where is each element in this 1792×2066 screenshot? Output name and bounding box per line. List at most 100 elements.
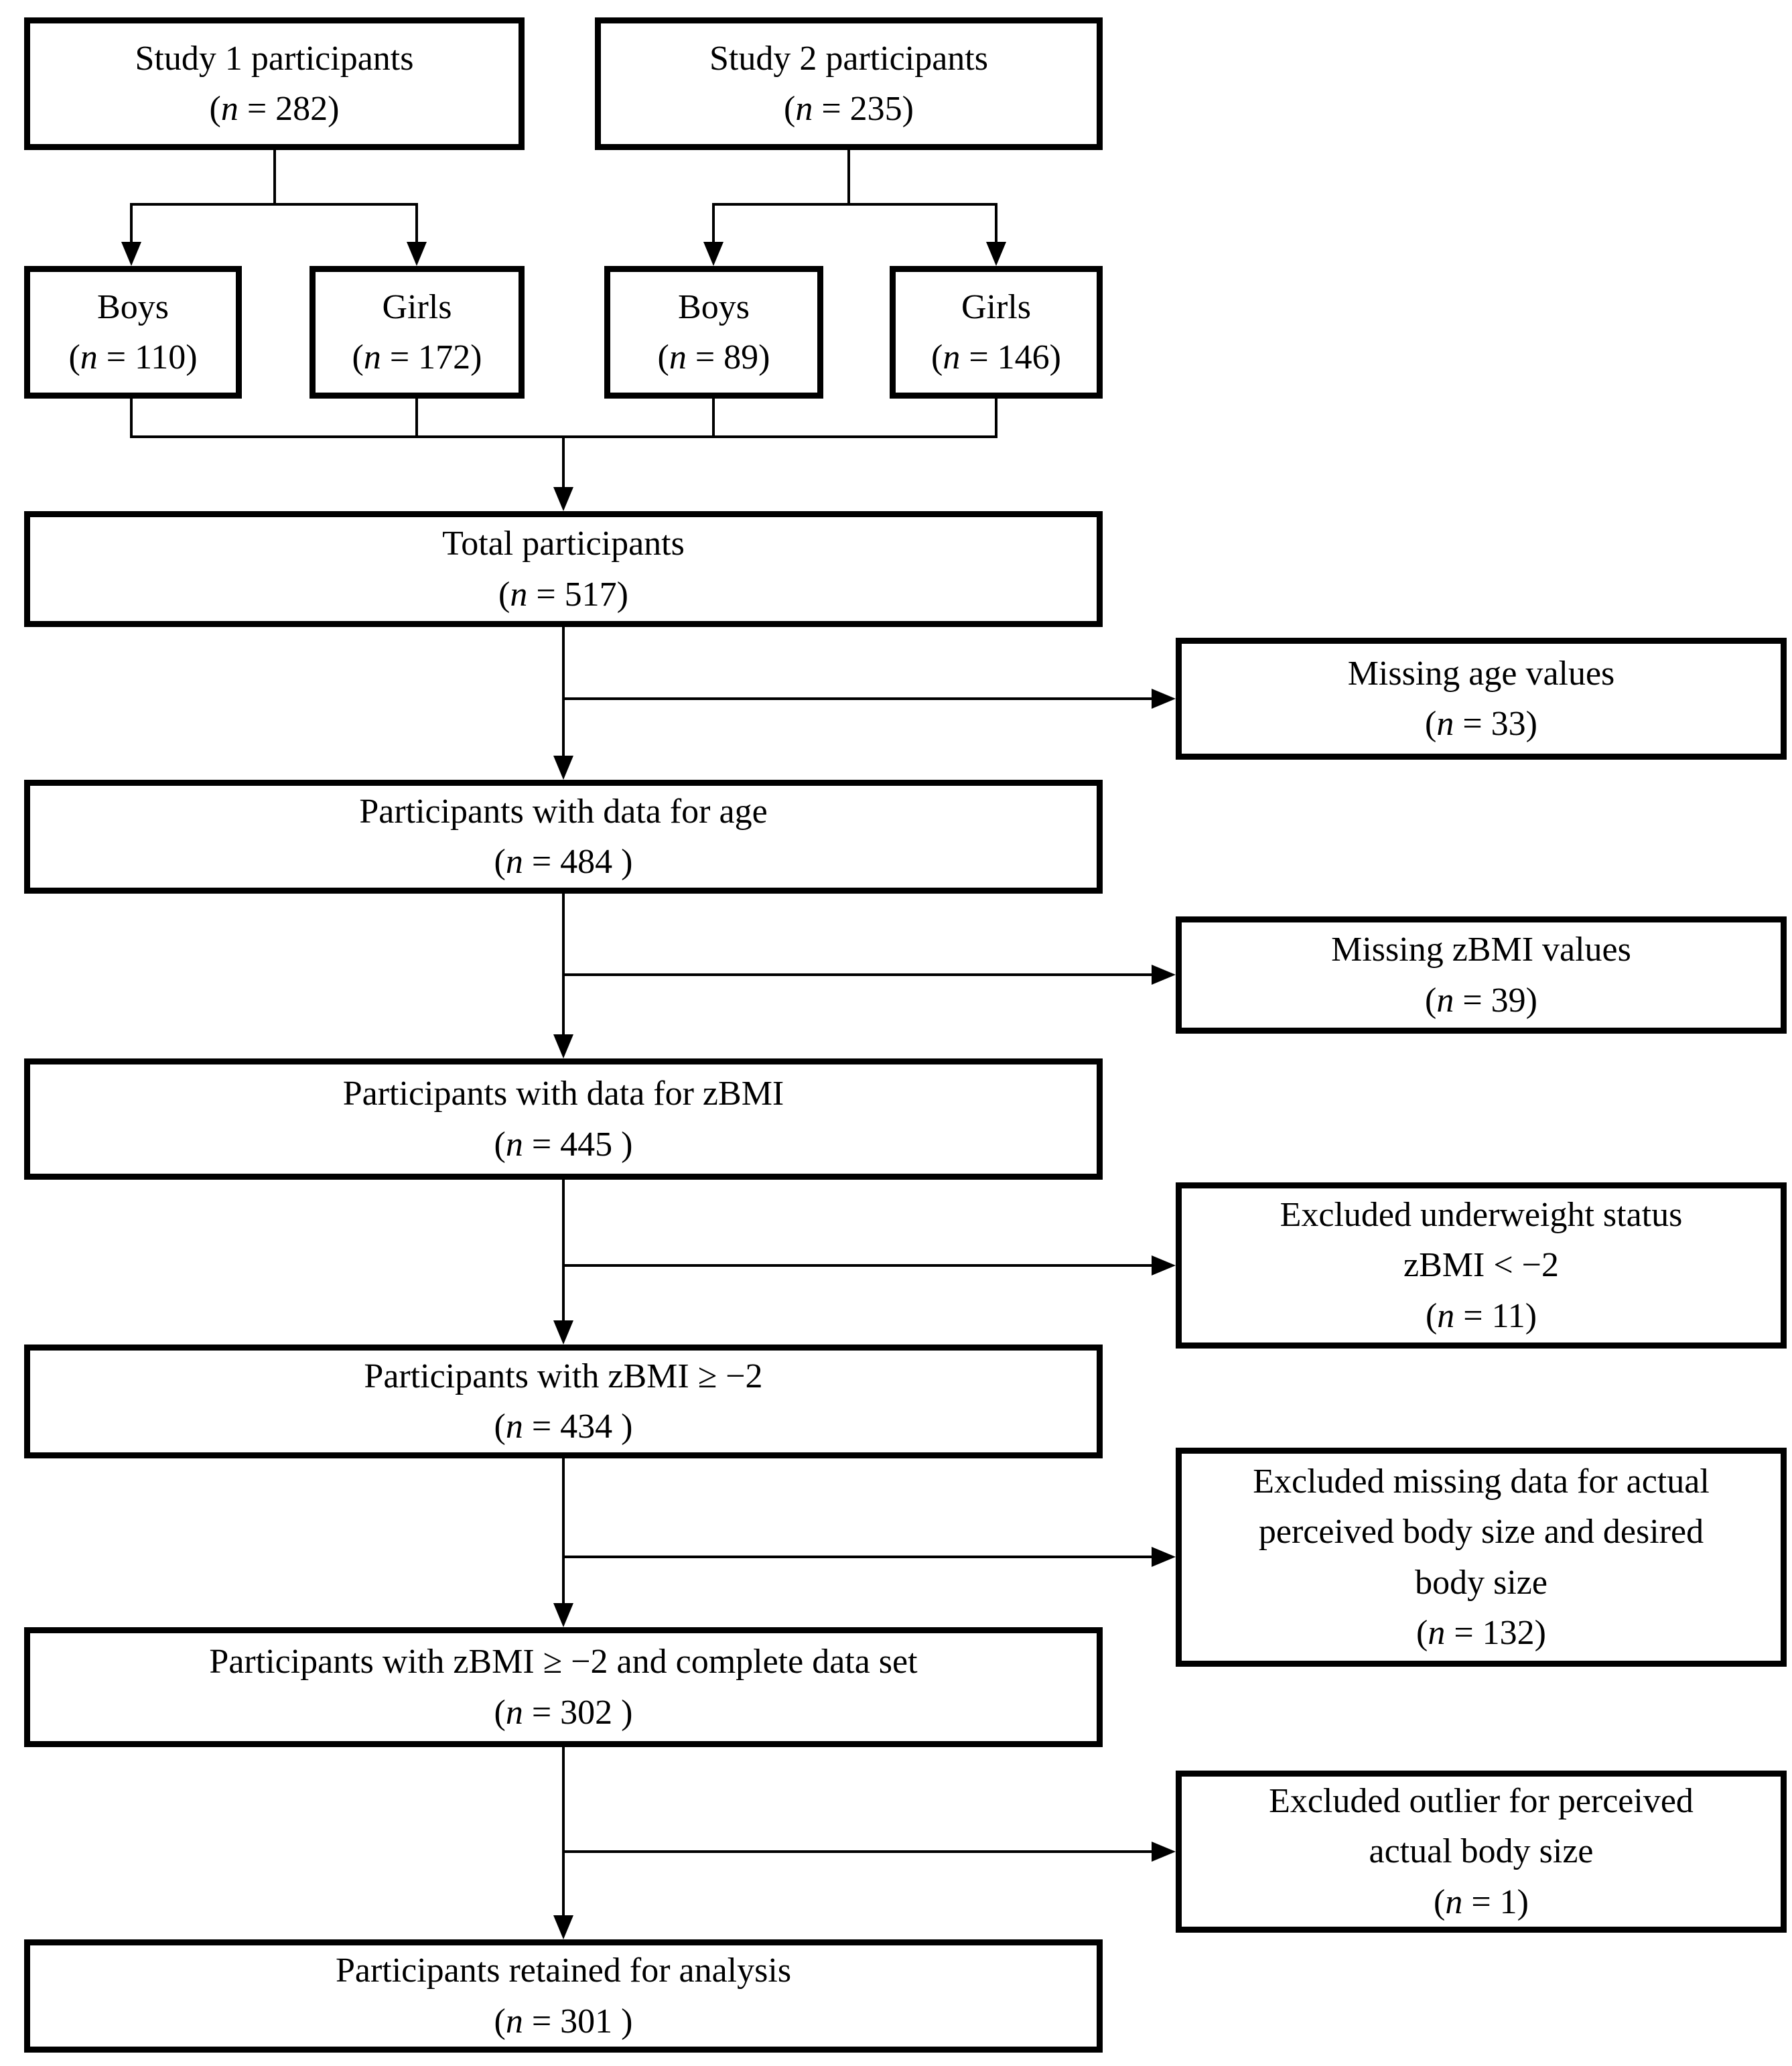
node-excl-age-count: (n = 33) [1425,699,1537,749]
connector-merge-girls2 [995,399,997,438]
arrowhead-boys1 [121,242,141,266]
node-gezbmi-count: (n = 434 ) [494,1401,633,1452]
node-study1-title: Study 1 participants [135,39,414,78]
node-excl-outlier-count: (n = 1) [1434,1877,1529,1927]
node-excluded-underweight: Excluded underweight status zBMI < −2 (n… [1176,1182,1787,1349]
paren-open: ( [68,338,80,376]
node-retained-title: Participants retained for analysis [335,1951,792,1990]
node-zbmi-title: Participants with data for zBMI [342,1075,784,1113]
connector-branch-underweight [562,1264,1152,1267]
node-study2: Study 2 participants (n = 235) [595,17,1103,150]
paren-open: ( [494,1407,506,1446]
node-missing-zbmi: Missing zBMI values (n = 39) [1176,916,1787,1034]
arrowhead-missing-data [1152,1547,1176,1567]
arrowhead-total [553,487,573,511]
n-value: = 132) [1445,1613,1546,1652]
connector-complete-to-retained [562,1747,565,1915]
arrowhead-complete [553,1603,573,1627]
n-symbol: n [1436,705,1454,743]
node-age-count: (n = 484 ) [494,837,633,887]
connector-to-boys2 [712,204,715,243]
paren-open: ( [494,2002,506,2041]
node-study1: Study 1 participants (n = 282) [24,17,525,150]
n-value: = 484 ) [523,843,633,881]
paren-open: ( [1434,1882,1446,1921]
node-retained-count: (n = 301 ) [494,1996,633,2047]
n-symbol: n [795,90,813,128]
node-retained: Participants retained for analysis (n = … [24,1939,1103,2053]
connector-study2-stub [847,150,850,204]
n-symbol: n [505,2002,523,2041]
node-excl-age-title: Missing age values [1347,654,1615,693]
n-value: = 172) [381,338,482,376]
arrowhead-retained [553,1915,573,1939]
node-boys1: Boys (n = 110) [24,266,242,399]
node-complete-dataset: Participants with zBMI ≥ −2 and complete… [24,1627,1103,1747]
paren-open: ( [784,90,796,128]
node-excluded-outlier: Excluded outlier for perceived actual bo… [1176,1771,1787,1933]
connector-merge-boys1 [130,399,133,438]
n-symbol: n [363,338,381,376]
node-excl-missing-title: Excluded missing data for actual perceiv… [1253,1462,1710,1602]
n-symbol: n [80,338,98,376]
node-study1-count: (n = 282) [210,84,340,134]
n-symbol: n [220,90,238,128]
node-gezbmi-title: Participants with zBMI ≥ −2 [364,1357,763,1395]
arrowhead-boys2 [703,242,723,266]
node-complete-count: (n = 302 ) [494,1688,633,1738]
connector-branch-missing-age [562,697,1152,700]
arrowhead-missing-zbmi [1152,965,1176,985]
n-value: = 39) [1454,981,1537,1020]
n-symbol: n [510,575,528,614]
arrowhead-underweight [1152,1255,1176,1276]
n-symbol: n [505,1693,523,1732]
n-symbol: n [1436,981,1454,1020]
connector-age-to-zbmi [562,892,565,1034]
paren-open: ( [352,338,364,376]
n-value: = 110) [97,338,198,376]
node-excl-zbmi-title: Missing zBMI values [1331,931,1631,969]
node-girls1-count: (n = 172) [352,332,482,383]
n-value: = 282) [238,90,340,128]
n-symbol: n [505,1125,523,1164]
paren-open: ( [1425,981,1437,1020]
node-total-participants: Total participants (n = 517) [24,511,1103,627]
n-symbol: n [943,338,961,376]
connector-study1-stub [273,150,276,204]
arrowhead-zbmi [553,1034,573,1058]
node-girls2-title: Girls [961,287,1031,326]
n-value: = 445 ) [523,1125,633,1164]
node-study2-count: (n = 235) [784,84,914,134]
connector-branch-missing-data [562,1556,1152,1558]
node-zbmi-ge-minus2: Participants with zBMI ≥ −2 (n = 434 ) [24,1345,1103,1458]
n-value: = 301 ) [523,2002,633,2041]
n-symbol: n [1437,1296,1455,1335]
node-study2-title: Study 2 participants [709,39,988,78]
arrowhead-missing-age [1152,689,1176,709]
n-value: = 235) [813,90,914,128]
node-total-count: (n = 517) [498,569,628,620]
n-value: = 302 ) [523,1693,633,1732]
node-girls2-count: (n = 146) [931,332,1061,383]
arrowhead-girls2 [986,242,1006,266]
node-boys1-title: Boys [97,287,169,326]
arrowhead-gezbmi [553,1320,573,1345]
n-symbol: n [505,1407,523,1446]
node-boys2-count: (n = 89) [658,332,770,383]
paren-open: ( [931,338,943,376]
n-symbol: n [1445,1882,1463,1921]
n-value: = 517) [527,575,628,614]
node-data-for-age: Participants with data for age (n = 484 … [24,780,1103,894]
connector-to-girls2 [995,204,997,243]
connector-gezbmi-to-complete [562,1458,565,1603]
n-value: = 11) [1454,1296,1537,1335]
node-excl-zbmi-count: (n = 39) [1425,975,1537,1026]
node-girls1-title: Girls [382,287,452,326]
node-excl-uw-count: (n = 11) [1426,1291,1537,1341]
paren-open: ( [209,90,221,128]
node-age-title: Participants with data for age [359,792,768,831]
node-boys2: Boys (n = 89) [604,266,823,399]
n-symbol: n [505,843,523,881]
paren-open: ( [494,1125,506,1164]
